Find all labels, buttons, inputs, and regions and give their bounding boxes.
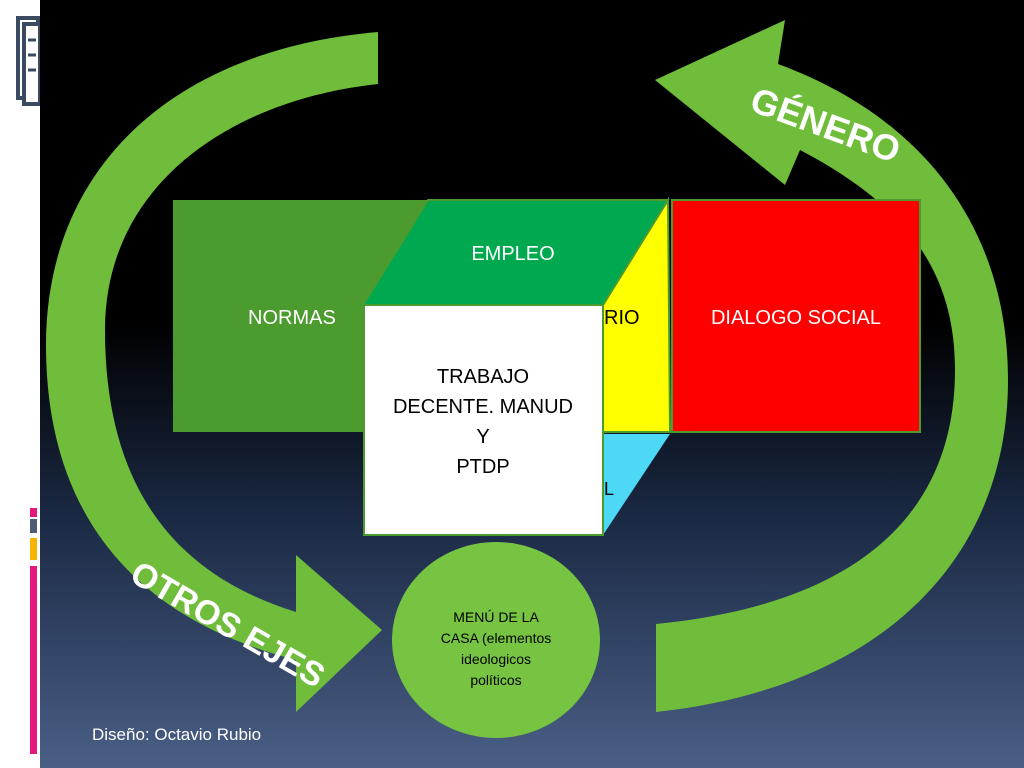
right-cycle-arrow — [655, 20, 1008, 712]
menu-line-1: MENÚ DE LA — [453, 609, 539, 625]
document-stack-icon — [16, 16, 40, 106]
menu-line-4: políticos — [470, 672, 521, 688]
left-accent-strip — [0, 0, 40, 768]
accent-bar-gold — [30, 538, 37, 560]
social-fragment-label: L — [604, 479, 614, 499]
accent-bar-pink — [30, 566, 37, 754]
dialogo-social-label: DIALOGO SOCIAL — [711, 307, 881, 329]
menu-circle[interactable] — [392, 542, 600, 738]
design-credit: Diseño: Octavio Rubio — [92, 725, 262, 744]
trabajo-line-1: TRABAJO — [437, 366, 529, 388]
trabajo-line-4: PTDP — [456, 456, 509, 478]
left-cycle-arrow — [46, 32, 382, 712]
trabajo-line-2: DECENTE. MANUD — [393, 396, 573, 418]
accent-bar-slate — [30, 519, 37, 533]
normas-label: NORMAS — [248, 307, 336, 329]
trabajo-line-3: Y — [476, 426, 489, 448]
empleo-label: EMPLEO — [471, 243, 554, 265]
accent-bar-pink-top — [30, 508, 37, 517]
trabajo-decente-box[interactable] — [363, 304, 604, 536]
menu-line-2: CASA (elementos — [441, 630, 552, 646]
menu-line-3: ideologicos — [461, 651, 531, 667]
dialogo-social-box[interactable] — [671, 199, 921, 433]
tripartito-fragment-label: RIO — [604, 307, 640, 329]
cube-bottom-face-social[interactable] — [603, 434, 670, 535]
